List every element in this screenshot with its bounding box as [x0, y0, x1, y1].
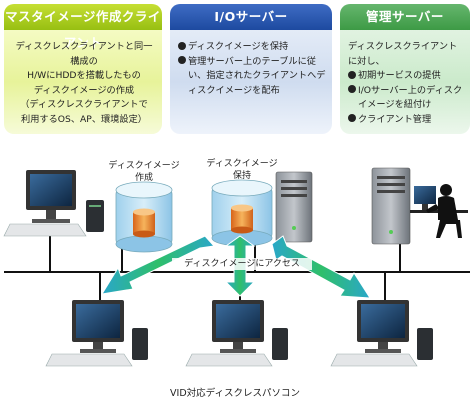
- io-server-panel: I/Oサーバー ディスクイメージを保持 管理サーバー上のテーブルに従い、指定され…: [170, 4, 332, 134]
- bullet-item: ディスクイメージを保持: [178, 40, 326, 55]
- description-line: ディスクイメージの作成: [33, 84, 135, 96]
- bullet-dot-icon: [178, 56, 186, 64]
- description-intro: ディスクレスクライアントに対し、: [348, 41, 458, 67]
- bullet-item: 管理サーバー上のテーブルに従い、指定されたクライアントへディスクイメージを配布: [178, 55, 326, 99]
- access-arrow-left: [101, 235, 215, 295]
- management-server-tower-icon: [371, 167, 411, 245]
- disk-image-create-label: ディスクイメージ作成: [108, 161, 180, 183]
- bullet-item: I/Oサーバー上のディスクイメージを紐付け: [348, 84, 464, 113]
- disk-image-create-icon: [115, 181, 173, 253]
- access-label: ディスクイメージにアクセス: [172, 258, 312, 270]
- bullet-item: クライアント管理: [348, 113, 464, 128]
- client-pc-icon: [330, 300, 433, 367]
- management-server-description: ディスクレスクライアントに対し、 初期サービスの提供 I/Oサーバー上のディスク…: [348, 40, 464, 127]
- bullet-dot-icon: [178, 41, 186, 50]
- client-pc-icon: [45, 300, 148, 367]
- clients-caption: VID対応ディスクレスパソコン: [170, 388, 300, 399]
- access-arrow-right: [271, 235, 371, 299]
- client-pc-icon: [185, 300, 288, 367]
- disk-image-hold-label: ディスクイメージ保持: [206, 159, 278, 181]
- management-server-title: 管理サーバー: [340, 4, 470, 30]
- io-server-title: I/Oサーバー: [170, 4, 332, 30]
- bullet-item: 初期サービスの提供: [348, 69, 464, 84]
- bullet-dot-icon: [348, 114, 356, 122]
- io-server-tower-icon: [275, 171, 313, 243]
- access-arrows: [101, 235, 371, 299]
- management-server-panel: 管理サーバー ディスクレスクライアントに対し、 初期サービスの提供 I/Oサーバ…: [340, 4, 470, 134]
- master-client-pc-icon: [3, 170, 104, 237]
- master-image-client-description: ディスクレスクライアントと同一構成の H/WにHDDを搭載したもの ディスクイメ…: [12, 40, 156, 127]
- disk-image-hold-icon: [211, 179, 273, 247]
- description-line: ディスクレスクライアントと同一構成の: [15, 41, 153, 67]
- io-server-description: ディスクイメージを保持 管理サーバー上のテーブルに従い、指定されたクライアントへ…: [178, 40, 326, 98]
- description-line: （ディスクレスクライアントで: [20, 99, 148, 110]
- admin-user-icon: [410, 184, 468, 238]
- bullet-dot-icon: [348, 85, 356, 93]
- description-line: 利用するOS、AP、環境設定）: [21, 113, 147, 125]
- master-image-client-title: マスタイメージ作成クライアント: [4, 4, 162, 50]
- bullet-dot-icon: [348, 70, 356, 79]
- master-image-client-panel: マスタイメージ作成クライアント ディスクレスクライアントと同一構成の H/WにH…: [4, 4, 162, 134]
- description-line: H/WにHDDを搭載したもの: [27, 70, 141, 81]
